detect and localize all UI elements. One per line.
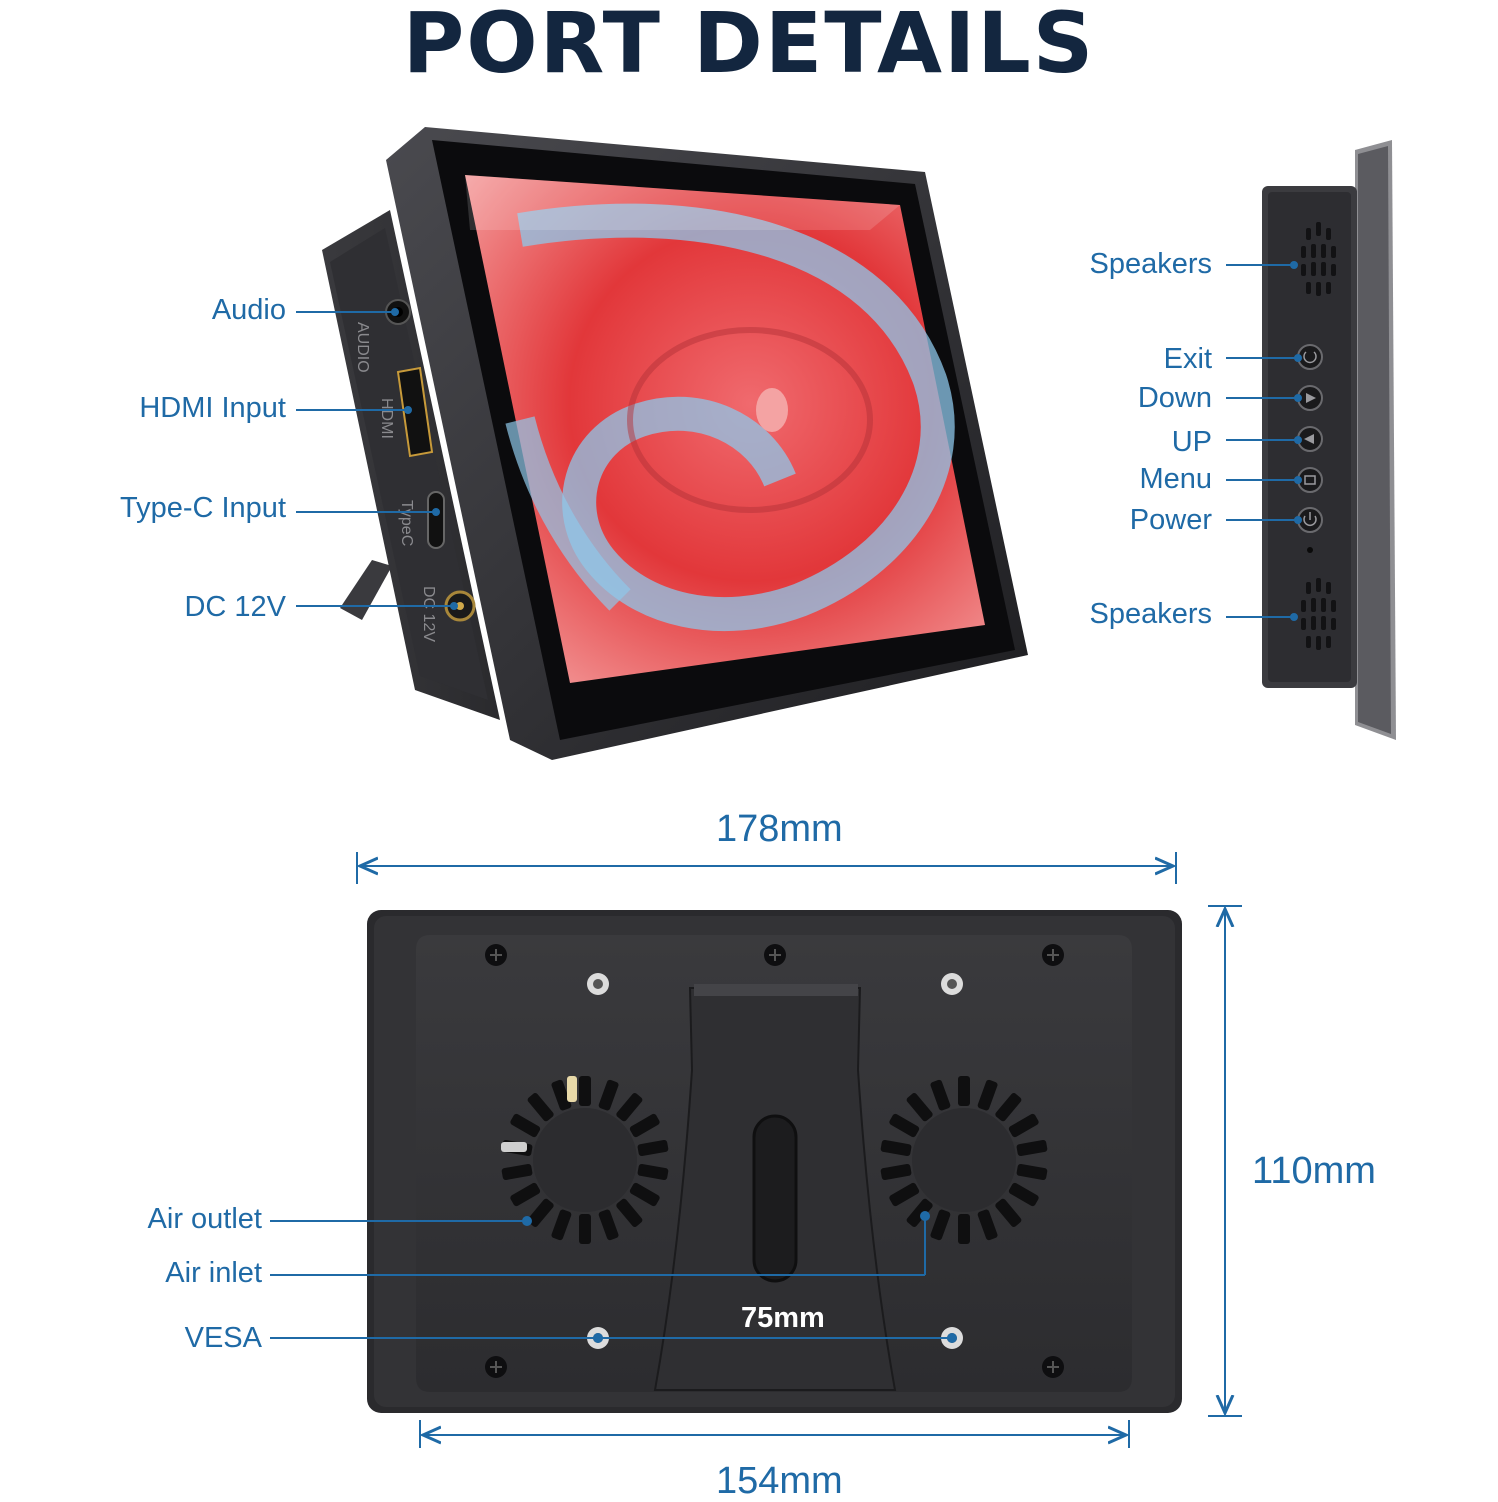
label-speakers-bottom: Speakers (1089, 598, 1212, 630)
screw-icon (485, 944, 1064, 1378)
back-view (367, 910, 1182, 1413)
label-power: Power (1129, 504, 1212, 536)
label-up: UP (1171, 426, 1212, 458)
air-inlet-vent-icon (880, 1076, 1048, 1244)
left-leader-lines (296, 308, 458, 610)
label-speakers-top: Speakers (1089, 248, 1212, 280)
label-down: Down (1137, 382, 1212, 414)
label-dc-12v: DC 12V (184, 591, 286, 623)
dimension-height: 110mm (1252, 1150, 1376, 1192)
port-print-dc: DC 12V (420, 586, 437, 642)
dimension-width: 178mm (716, 808, 843, 850)
dimension-inner-width: 154mm (716, 1460, 843, 1502)
speaker-grill-top-icon (1301, 222, 1336, 296)
label-exit: Exit (1163, 343, 1212, 375)
hdmi-port-icon (396, 366, 434, 458)
side-view (1262, 140, 1396, 740)
port-print-hdmi: HDMI (378, 398, 395, 439)
port-print-typec: TypeC (398, 500, 415, 546)
port-print-audio: AUDIO (354, 322, 371, 373)
label-hdmi-input: HDMI Input (139, 392, 286, 424)
speaker-grill-bottom-icon (1301, 578, 1336, 650)
dimension-vesa: 75mm (741, 1302, 825, 1334)
label-vesa: VESA (184, 1322, 262, 1354)
front-monitor: AUDIO HDMI TypeC DC 12V (322, 127, 1028, 760)
dimension-lines (356, 852, 1242, 1448)
label-air-inlet: Air inlet (165, 1257, 262, 1289)
air-outlet-vent-icon (501, 1076, 669, 1244)
label-air-outlet: Air outlet (147, 1203, 262, 1235)
label-type-c-input: Type-C Input (119, 492, 286, 524)
usb-c-port-icon (427, 491, 445, 549)
back-leader-lines (270, 1211, 957, 1343)
right-leader-lines (1226, 261, 1302, 621)
label-audio: Audio (211, 294, 286, 326)
page-title: PORT DETAILS (402, 0, 1096, 92)
label-menu: Menu (1139, 463, 1212, 495)
